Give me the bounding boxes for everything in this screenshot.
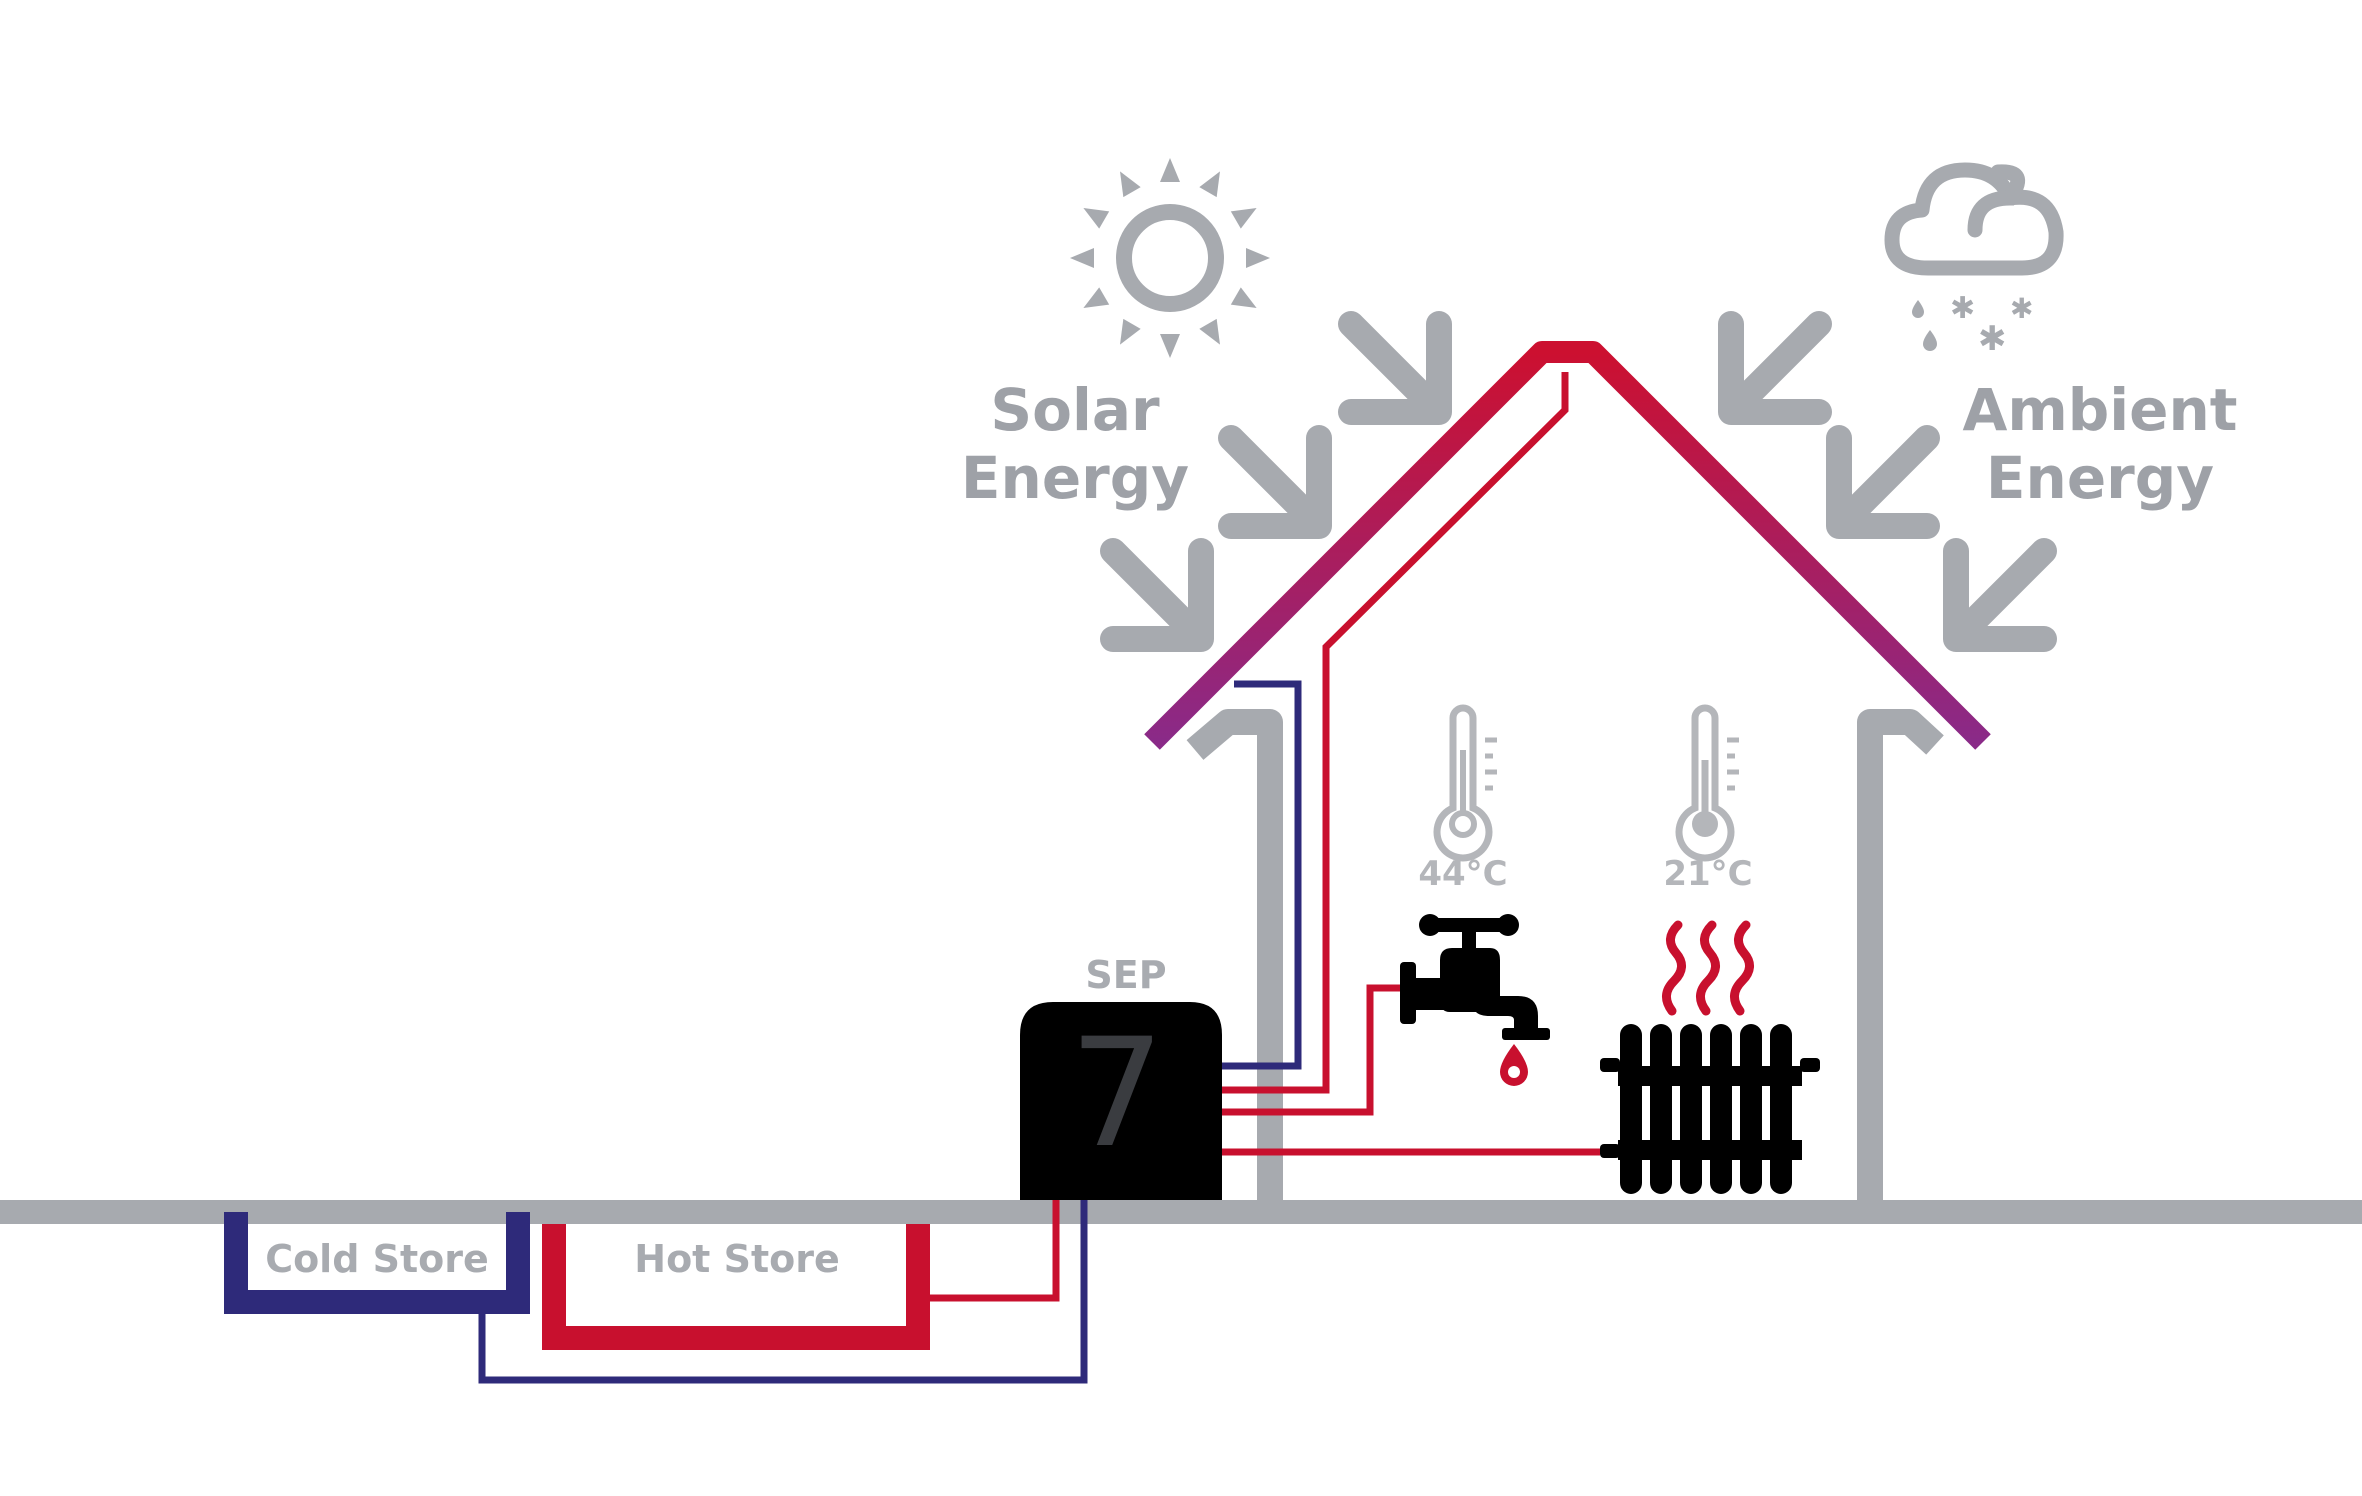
water-tap-icon [1400, 914, 1550, 1040]
thermometer-icon [1433, 704, 1497, 862]
svg-text:✱: ✱ [1950, 291, 1975, 326]
cold-store-label: Cold Store [265, 1237, 489, 1281]
water-drop-highlight [1508, 1066, 1520, 1078]
hot-store-pipe [930, 1200, 1060, 1302]
hot-store [542, 1224, 930, 1350]
thermometer-icon [1675, 704, 1739, 862]
heat-waves-icon [1662, 920, 1754, 1016]
cold-store-pipe [478, 1200, 1088, 1384]
heating-temperature: 21°C [1663, 854, 1752, 894]
water-drop-icon [1500, 1044, 1528, 1086]
house-roof [1144, 341, 1991, 750]
svg-text:✱: ✱ [1978, 319, 2007, 359]
solar-label-line1: Solar [990, 376, 1160, 444]
ground-line [0, 1200, 2362, 1224]
hot-store-label: Hot Store [634, 1237, 839, 1281]
cloud-rain-snow-icon: ✱ ✱ ✱ [1884, 162, 2064, 359]
sep-label: SEP [1085, 953, 1166, 997]
roof-pipes [1222, 372, 1600, 1156]
svg-text:✱: ✱ [2010, 292, 2033, 325]
solar-label-line2: Energy [961, 444, 1189, 512]
sep-digit: 7 [1069, 1007, 1164, 1181]
cold-store [224, 1212, 530, 1314]
house-walls [1186, 709, 1944, 1212]
sun-icon [1070, 158, 1270, 358]
sep-unit: 7 [1020, 1002, 1222, 1200]
ambient-label-line2: Energy [1986, 444, 2214, 512]
hot-water-temperature: 44°C [1418, 854, 1507, 894]
radiator-icon [1600, 1024, 1820, 1194]
ambient-label-line1: Ambient [1962, 376, 2237, 444]
